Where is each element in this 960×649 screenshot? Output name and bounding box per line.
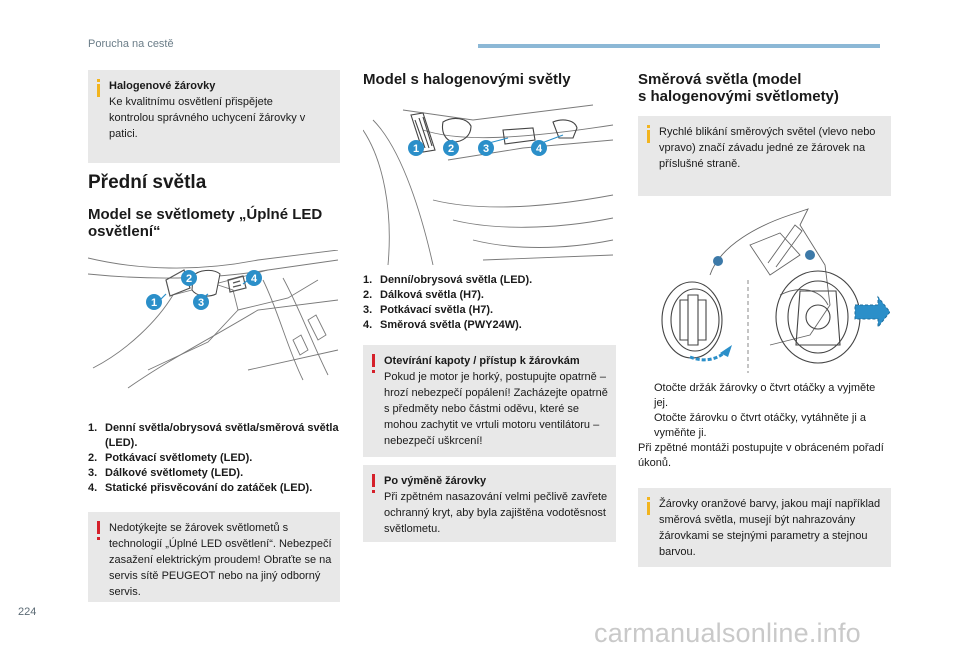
callout-marker: 1 <box>146 294 162 310</box>
step-text: Otočte držák žárovky o čtvrt otáčky a vy… <box>654 382 876 409</box>
reassemble-text: Při zpětné montáži postupujte v obrácené… <box>638 442 884 469</box>
callout-1: 1 <box>151 297 157 309</box>
list-item: 1. Denní světla/obrysová světla/směrová s… <box>88 421 340 451</box>
list-text: Dálkové světlomety (LED). <box>105 467 244 479</box>
note-text: Při zpětném nasazování velmi pečlivě zav… <box>384 491 608 535</box>
section-label: Porucha na cestě <box>88 38 174 50</box>
list-item: 1. Denní/obrysová světla (LED). <box>363 273 616 288</box>
steps-block: Otočte držák žárovky o čtvrt otáčky a vy… <box>638 381 891 471</box>
warning-icon <box>372 354 375 373</box>
warning-icon <box>97 521 100 540</box>
list-item: 4. Směrová světla (PWY24W). <box>363 318 616 333</box>
halogen-lights-list: 1. Denní/obrysová světla (LED). 2. Dálková… <box>363 273 616 333</box>
info-icon <box>97 79 100 97</box>
page-number: 224 <box>18 606 37 618</box>
halogen-headlight-illustration: 1 2 3 4 <box>363 104 614 265</box>
callout-3: 3 <box>483 143 489 155</box>
list-text: Dálková světla (H7). <box>380 289 484 301</box>
callout-marker: 2 <box>181 270 197 286</box>
note-text: Rychlé blikání směrových světel (vlevo n… <box>659 126 876 170</box>
list-number: 1. <box>363 274 373 286</box>
note-text: Ke kvalitnímu osvětlení přispějete kontr… <box>109 96 306 140</box>
callout-1: 1 <box>413 143 419 155</box>
callout-4: 4 <box>251 273 258 285</box>
note-text: Pokud je motor je horký, postupujte opat… <box>384 371 608 447</box>
top-rule <box>478 44 880 48</box>
callout-marker: 4 <box>531 140 547 156</box>
list-item: 3. Potkávací světla (H7). <box>363 303 616 318</box>
callout-marker: 3 <box>193 294 209 310</box>
step-text: Otočte žárovku o čtvrt otáčky, vytáhněte… <box>654 412 866 439</box>
list-item: 4. Statické přisvěcování do zatáček (LED)… <box>88 481 340 496</box>
subheading-turn-signals: Směrová světla (model s halogenovými svě… <box>638 71 839 105</box>
note-title: Halogenové žárovky <box>109 80 216 92</box>
note-title: Po výměně žárovky <box>384 475 487 487</box>
note-text: Žárovky oranžové barvy, jakou mají napří… <box>659 498 881 558</box>
list-text: Potkávací světlomety (LED). <box>105 452 253 464</box>
list-number: 3. <box>88 467 98 479</box>
callout-4: 4 <box>536 143 543 155</box>
list-number: 1. <box>88 422 98 434</box>
step-item: Otočte žárovku o čtvrt otáčky, vytáhněte… <box>638 411 891 441</box>
list-number: 4. <box>88 482 98 494</box>
list-text: Statické přisvěcování do zatáček (LED). <box>105 482 313 494</box>
step-item: Otočte držák žárovky o čtvrt otáčky a vy… <box>638 381 891 411</box>
info-icon <box>647 125 650 143</box>
warning-icon <box>372 474 375 493</box>
callout-3: 3 <box>198 297 204 309</box>
note-led-warning: Nedotýkejte se žárovek světlometů s tech… <box>88 512 340 602</box>
list-number: 2. <box>363 289 373 301</box>
list-item: 2. Dálková světla (H7). <box>363 288 616 303</box>
callout-marker: 4 <box>246 270 262 286</box>
list-number: 3. <box>363 304 373 316</box>
list-text: Denní světla/obrysová světla/směrová svě… <box>105 422 339 449</box>
callout-2: 2 <box>448 143 454 155</box>
callout-marker: 2 <box>443 140 459 156</box>
list-number: 2. <box>88 452 98 464</box>
list-text: Potkávací světla (H7). <box>380 304 494 316</box>
subheading-led: Model se světlomety „Úplné LED osvětlení… <box>88 206 323 240</box>
page-title: Přední světla <box>88 172 207 193</box>
list-item: 3. Dálkové světlomety (LED). <box>88 466 340 481</box>
bulb-holder-illustration <box>661 208 890 373</box>
note-text: Nedotýkejte se žárovek světlometů s tech… <box>109 522 332 598</box>
subheading-line: Směrová světla (model <box>638 71 802 88</box>
note-fast-blinking: Rychlé blikání směrových světel (vlevo n… <box>638 116 891 196</box>
info-icon <box>647 497 650 515</box>
watermark: carmanualsonline.info <box>594 618 861 648</box>
callout-2: 2 <box>186 273 192 285</box>
subheading-line: s halogenovými světlomety) <box>638 88 839 105</box>
led-headlight-illustration: 1 2 3 4 <box>88 250 339 389</box>
note-title: Otevírání kapoty / přístup k žárovkám <box>384 355 580 367</box>
callout-marker: 3 <box>478 140 494 156</box>
step-bullet-icon <box>638 381 654 411</box>
note-halogen: Halogenové žárovky Ke kvalitnímu osvětle… <box>88 70 340 163</box>
note-hood: Otevírání kapoty / přístup k žárovkám Po… <box>363 345 616 457</box>
list-item: 2. Potkávací světlomety (LED). <box>88 451 340 466</box>
note-after-replacement: Po výměně žárovky Při zpětném nasazování… <box>363 465 616 542</box>
subheading-halogen: Model s halogenovými světly <box>363 71 571 88</box>
callout-marker: 1 <box>408 140 424 156</box>
led-lights-list: 1. Denní světla/obrysová světla/směrová s… <box>88 421 340 496</box>
list-text: Směrová světla (PWY24W). <box>380 319 522 331</box>
list-number: 4. <box>363 319 373 331</box>
step-bullet-icon <box>638 411 654 441</box>
note-orange-bulbs: Žárovky oranžové barvy, jakou mají napří… <box>638 488 891 567</box>
list-text: Denní/obrysová světla (LED). <box>380 274 533 286</box>
